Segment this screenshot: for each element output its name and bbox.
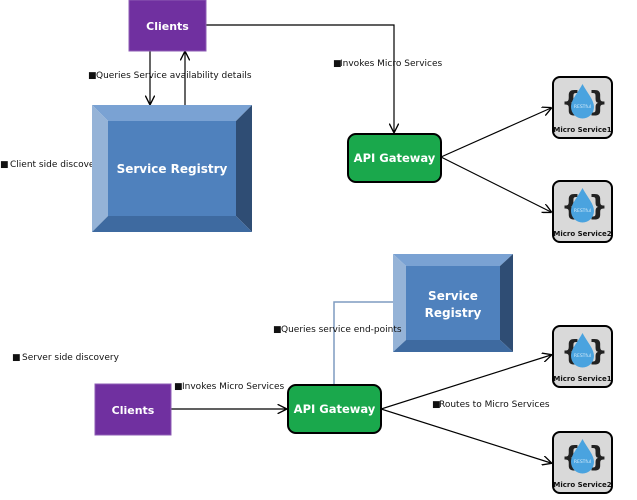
gateway-label: API Gateway (354, 151, 436, 165)
connector-gateway-to-ms2-server (380, 408, 551, 463)
svg-text:Micro Service1: Micro Service1 (553, 375, 611, 383)
invokes-label-server-side: ■ Invokes Micro Services (174, 382, 285, 392)
api-gateway-server-side[interactable]: API Gateway (287, 384, 382, 434)
svg-text:Invokes Micro Services: Invokes Micro Services (182, 382, 285, 392)
bullet-icon: ■ (12, 353, 21, 363)
query-availability-label: ■ Queries Service availability details (88, 71, 252, 81)
registry-label-line1: Service (428, 289, 478, 303)
svg-text:Queries Service availability d: Queries Service availability details (96, 71, 252, 81)
connector-gateway-to-registry (333, 301, 393, 385)
invokes-label-client-side: ■ Invokes Micro Services (333, 59, 443, 69)
gateway-label: API Gateway (294, 402, 376, 416)
bullet-icon: ■ (333, 59, 342, 69)
clients-box-client-side[interactable]: Clients (128, 0, 207, 52)
service-registry-client-side[interactable]: Service Registry (92, 105, 252, 232)
bullet-icon: ■ (174, 382, 183, 392)
micro-service-2-server-side[interactable]: Micro Service2 (552, 431, 613, 494)
connector-clients-to-gateway (206, 24, 394, 132)
bullet-icon: ■ (88, 71, 97, 81)
micro-service-1-client-side[interactable]: Micro Service1 (552, 76, 613, 139)
svg-text:Micro Service1: Micro Service1 (553, 126, 611, 134)
svg-text:Invokes Micro Services: Invokes Micro Services (340, 59, 443, 69)
connector-gateway-to-ms2 (440, 156, 551, 212)
connector-gateway-to-ms1 (440, 108, 551, 158)
query-endpoints-label: ■ Queries service end-points (273, 325, 402, 335)
registry-label-line2: Registry (425, 306, 482, 320)
clients-box-server-side[interactable]: Clients (94, 383, 172, 436)
registry-label: Service Registry (117, 162, 228, 176)
bullet-icon: ■ (273, 325, 282, 335)
svg-text:Micro Service2: Micro Service2 (553, 481, 611, 489)
routes-label: ■ Routes to Micro Services (432, 400, 550, 410)
clients-label: Clients (146, 20, 189, 33)
svg-text:Client side discovery: Client side discovery (10, 160, 104, 170)
clients-label: Clients (112, 404, 155, 417)
svg-text:Routes to Micro Services: Routes to Micro Services (439, 400, 550, 410)
micro-service-1-server-side[interactable]: Micro Service1 (552, 325, 613, 388)
api-gateway-client-side[interactable]: API Gateway (347, 133, 442, 183)
bullet-icon: ■ (0, 160, 9, 170)
bullet-icon: ■ (432, 400, 441, 410)
server-side-discovery-label: ■ Server side discovery (12, 353, 120, 363)
svg-text:Queries service end-points: Queries service end-points (281, 325, 402, 335)
svg-text:Micro Service2: Micro Service2 (553, 230, 611, 238)
service-registry-server-side[interactable]: Service Registry (393, 254, 513, 352)
svg-text:Server side discovery: Server side discovery (22, 353, 120, 363)
connector-gateway-to-ms1-server (380, 355, 551, 410)
micro-service-2-client-side[interactable]: Micro Service2 (552, 180, 613, 243)
client-side-discovery-label: ■ Client side discovery (0, 160, 104, 170)
